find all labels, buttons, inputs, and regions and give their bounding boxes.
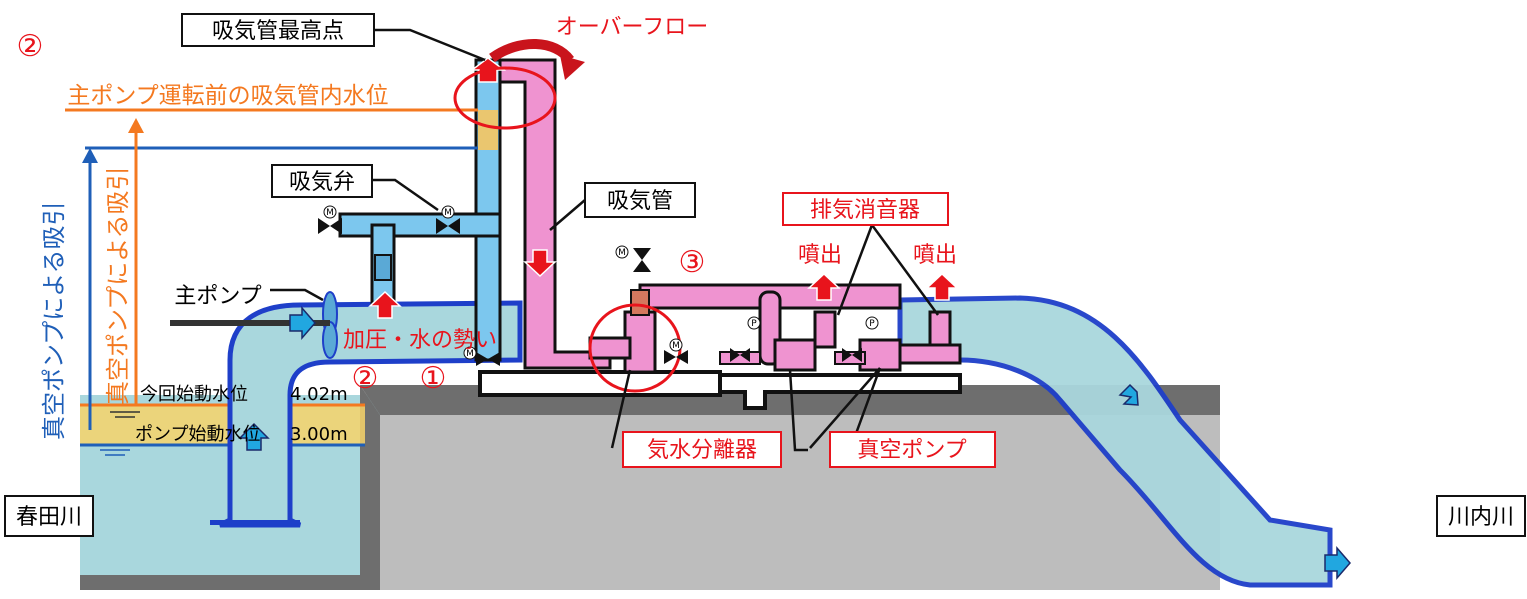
- valve-markers: M M M M M P P: [323, 205, 879, 360]
- river-bed: [80, 575, 380, 590]
- exhaust-silencer-label: 排気消音器: [810, 198, 920, 223]
- intake-pipe-label: 吸気管: [607, 189, 673, 214]
- overflow-label: オーバーフロー: [556, 15, 708, 40]
- discharge-pipe: [897, 295, 1333, 588]
- pre-run-level-marker: [478, 110, 498, 150]
- spout-right-label: 噴出: [913, 243, 957, 268]
- vacuum-pump-box: [829, 431, 996, 468]
- river-left-box: [4, 495, 94, 537]
- marker-3: ③: [679, 245, 706, 280]
- vacuum-pump-1: [773, 338, 817, 372]
- gauge-mark-1: P: [751, 319, 757, 329]
- marker-2-top: ②: [17, 29, 44, 64]
- pre-run-level-label: 主ポンプ運転前の吸気管内水位: [67, 83, 388, 109]
- vacuum-suction-orange-label: 真空ポンプによる吸引: [104, 166, 132, 405]
- blue-vertical-pipe: [474, 58, 502, 362]
- overflow-arrow: [489, 39, 574, 64]
- main-pump-pipe: [218, 300, 523, 528]
- pressure-force-label: 加圧・水の勢い: [343, 328, 497, 353]
- flow-arrows-blue: [238, 305, 1351, 581]
- highest-point-label: 吸気管最高点: [212, 19, 344, 44]
- river-right-box: [1436, 495, 1526, 537]
- marker-1: ①: [420, 361, 447, 396]
- start-level-now-value: 4.02m: [290, 384, 348, 405]
- valve-mark-1: M: [326, 208, 334, 218]
- valve-mark-3: M: [466, 349, 474, 359]
- vacuum-suction-blue-label: 真空ポンプによる吸引: [40, 201, 68, 440]
- river-right-label: 川内川: [1448, 505, 1514, 530]
- spout-left-label: 噴出: [798, 243, 842, 268]
- exhaust-silencer-box: [782, 192, 949, 226]
- concrete-structure: [380, 395, 1220, 590]
- intake-valve-label: 吸気弁: [289, 170, 355, 195]
- blue-horizontal-branch: [338, 212, 502, 238]
- marker-2-mid: ②: [352, 361, 379, 396]
- valve-mark-4: M: [618, 248, 626, 258]
- highlight-overflow: [453, 66, 557, 130]
- valve-mark-2: M: [444, 208, 452, 218]
- valves: [318, 218, 862, 366]
- pump-start-level-value: 3.00m: [290, 424, 348, 445]
- pink-intake-pipe: [498, 58, 612, 370]
- river-left-label: 春田川: [16, 505, 82, 530]
- gauge-mark-2: P: [869, 319, 875, 329]
- intake-pipe-box: [584, 182, 696, 218]
- silencer-1: [813, 310, 837, 349]
- valve-mark-5: M: [672, 341, 680, 351]
- vacuum-pump-label: 真空ポンプ: [857, 438, 966, 463]
- silencer-2: [928, 310, 952, 349]
- lower-piping-2: [718, 373, 962, 410]
- highest-point-box: [181, 13, 375, 47]
- start-level-now-label: 今回始動水位: [140, 384, 248, 405]
- pump-start-level-label: ポンプ始動水位: [135, 424, 260, 445]
- separator-box: [622, 431, 782, 468]
- main-pump-label: 主ポンプ: [174, 284, 261, 309]
- separator-label: 気水分離器: [647, 438, 757, 463]
- intake-valve-box: [271, 164, 373, 198]
